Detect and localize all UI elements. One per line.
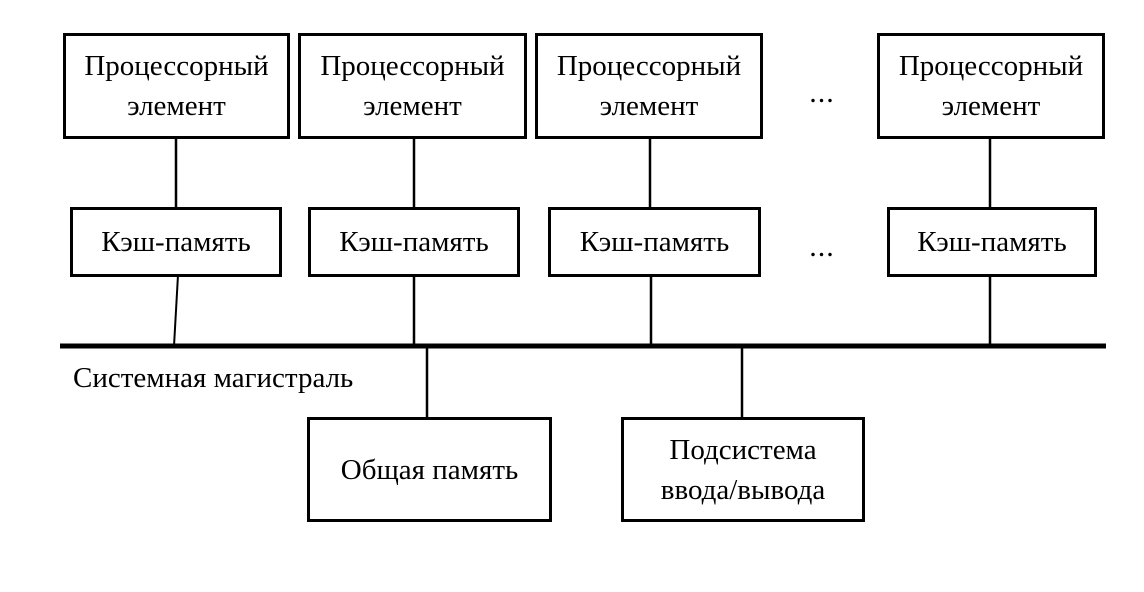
cache-memory-box-1: Кэш-память <box>70 207 282 277</box>
cache-row-ellipsis: ... <box>809 230 835 263</box>
system-bus-label: Системная магистраль <box>73 362 354 394</box>
processor-element-box-4: Процессорный элемент <box>877 33 1105 139</box>
io-subsystem-label-line1: Подсистема <box>669 433 817 466</box>
processor-element-1-label-line2: элемент <box>127 90 226 122</box>
processor-element-3-label-line1: Процессорный <box>556 50 742 82</box>
cache-memory-box-3: Кэш-память <box>548 207 761 277</box>
cache-memory-2-label: Кэш-память <box>339 226 489 258</box>
shared-memory-box: Общая память <box>307 417 552 522</box>
processor-element-2-label-line1: Процессорный <box>320 50 505 82</box>
processor-element-4-label-line1: Процессорный <box>898 50 1084 82</box>
cache-memory-box-2: Кэш-память <box>308 207 520 277</box>
cache-memory-box-4: Кэш-память <box>887 207 1097 277</box>
processor-element-1-label-line1: Процессорный <box>84 50 269 82</box>
processor-element-box-1: Процессорный элемент <box>63 33 290 139</box>
cache-memory-3-label: Кэш-память <box>579 226 730 258</box>
processor-element-4-label-line2: элемент <box>941 90 1041 122</box>
processor-element-box-2: Процессорный элемент <box>298 33 527 139</box>
cache-memory-1-label: Кэш-память <box>101 226 251 258</box>
processor-row-ellipsis: ... <box>809 76 835 109</box>
processor-element-3-label-line2: элемент <box>599 90 699 122</box>
connector-cache1-bus <box>173 274 179 347</box>
cache-memory-4-label: Кэш-память <box>917 226 1067 258</box>
processor-element-2-label-line2: элемент <box>363 90 462 122</box>
processor-element-box-3: Процессорный элемент <box>535 33 763 139</box>
io-subsystem-box: Подсистема ввода/вывода <box>621 417 865 522</box>
shared-memory-label: Общая память <box>340 453 519 486</box>
io-subsystem-label-line2: ввода/вывода <box>660 473 826 506</box>
